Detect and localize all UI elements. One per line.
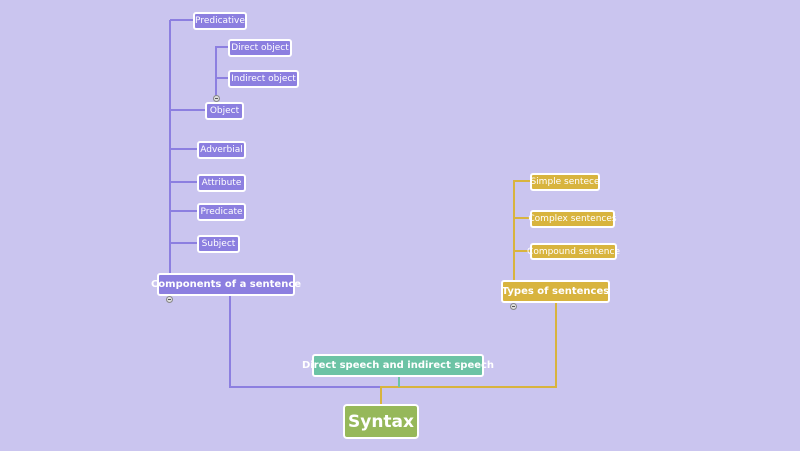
node-predicative[interactable]: Predicative — [193, 12, 247, 30]
node-types-of-sentences[interactable]: Types of sentences — [501, 280, 610, 303]
node-adverbial[interactable]: Adverbial — [197, 141, 246, 159]
node-object[interactable]: Object — [205, 102, 244, 120]
node-indirect-object[interactable]: Indirect object — [228, 70, 299, 88]
node-subject[interactable]: Subject — [197, 235, 240, 253]
node-compound-sentence[interactable]: Compound sentence — [527, 243, 620, 260]
collapse-components-icon[interactable] — [166, 296, 173, 303]
node-direct-object[interactable]: Direct object — [228, 39, 292, 57]
node-direct-indirect-speech[interactable]: Direct speech and indirect speech — [302, 354, 494, 377]
collapse-object-icon[interactable] — [213, 95, 220, 102]
node-syntax-root[interactable]: Syntax — [343, 404, 419, 439]
node-complex-sentences[interactable]: Complex sentences — [528, 210, 617, 228]
node-components-of-a-sentence[interactable]: Components of a sentence — [151, 273, 301, 296]
node-predicate[interactable]: Predicate — [197, 203, 246, 221]
node-simple-sentence[interactable]: Simple sentece — [530, 173, 600, 191]
node-attribute[interactable]: Attribute — [197, 174, 246, 192]
collapse-types-icon[interactable] — [510, 303, 517, 310]
